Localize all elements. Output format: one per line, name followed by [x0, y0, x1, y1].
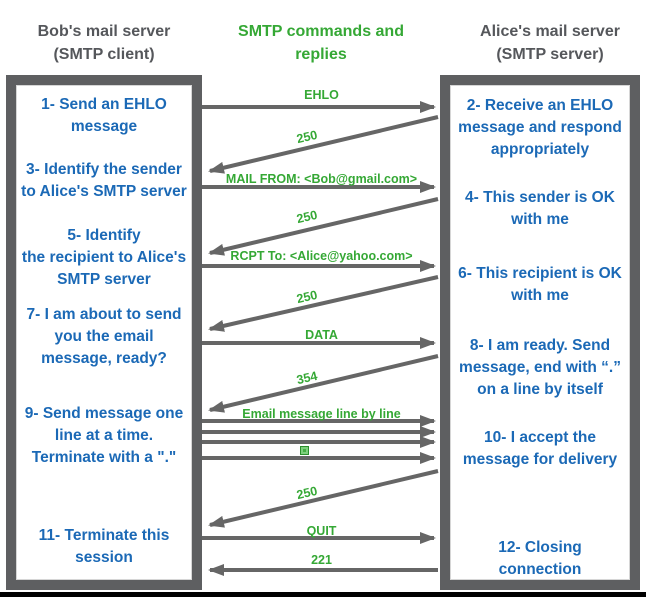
client-step-7: 7- I am about to send you the email mess…: [26, 306, 182, 367]
server-column-header: Alice's mail server (SMTP server): [480, 23, 620, 63]
arrow-reply-250-3: [208, 275, 439, 332]
server-step-6: 6- This recipient is OK with me: [458, 265, 622, 304]
client-step-5: 5- Identify the recipient to Alice's SMT…: [21, 227, 187, 288]
green-square-dot-icon: [300, 446, 309, 455]
label-data: DATA: [305, 328, 338, 342]
label-reply-221: 221: [311, 553, 332, 567]
server-panel: 2- Receive an EHLO message and respond a…: [440, 75, 640, 590]
client-step-3: 3- Identify the sender to Alice's SMTP s…: [21, 161, 187, 200]
label-quit: QUIT: [306, 524, 337, 538]
server-step-8: 8- I am ready. Send message, end with “.…: [459, 337, 621, 398]
label-ehlo: EHLO: [304, 88, 339, 102]
client-step-11: 11- Terminate this session: [38, 527, 170, 566]
server-step-12: 12- Closing connection: [498, 539, 582, 578]
server-step-10: 10- I accept the message for delivery: [462, 429, 618, 468]
client-step-1: 1- Send an EHLO message: [41, 96, 167, 135]
client-step-9: 9- Send message one line at a time. Term…: [24, 405, 184, 466]
label-rcpt-to: RCPT To: <Alice@yahoo.com>: [230, 249, 413, 263]
commands-column-header: SMTP commands and replies: [238, 23, 404, 63]
server-step-4: 4- This sender is OK with me: [465, 189, 615, 228]
label-email-lines: Email message line by line: [242, 407, 401, 421]
client-panel: 1- Send an EHLO message 3- Identify the …: [6, 75, 202, 590]
client-column-header: Bob's mail server (SMTP client): [37, 23, 171, 63]
bottom-border-bar: [0, 592, 646, 597]
arrow-reply-250-4: [208, 469, 439, 528]
message-arrows-lane: [202, 101, 439, 576]
server-step-2: 2- Receive an EHLO message and respond a…: [458, 97, 622, 158]
arrow-reply-250-2: [208, 197, 439, 256]
arrow-reply-250-1: [208, 115, 439, 174]
arrow-reply-354: [208, 354, 439, 413]
label-mail-from: MAIL FROM: <Bob@gmail.com>: [225, 172, 418, 186]
